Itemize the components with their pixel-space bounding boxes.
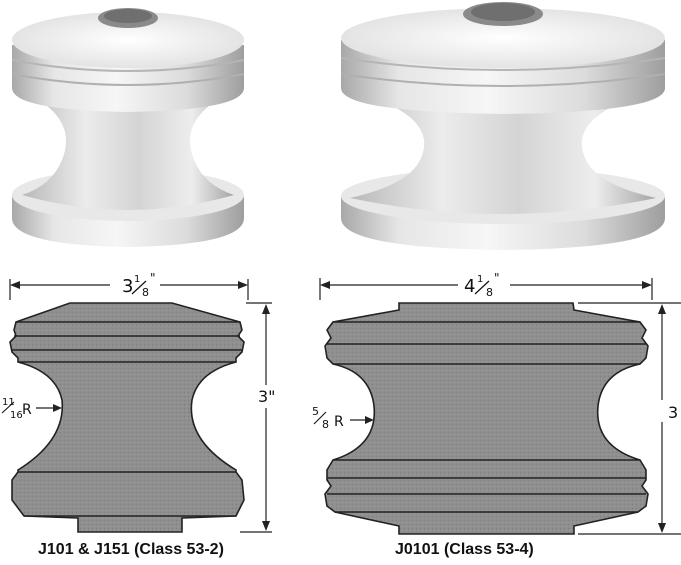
svg-text:": " (150, 271, 156, 285)
svg-text:3: 3 (668, 403, 678, 422)
svg-text:16: 16 (10, 410, 23, 421)
svg-text:3: 3 (122, 276, 133, 297)
section-drawing-large (319, 278, 681, 535)
svg-text:11: 11 (2, 397, 15, 408)
svg-text:1: 1 (134, 274, 140, 285)
svg-text:3": 3" (258, 387, 276, 406)
svg-text:": " (494, 271, 500, 285)
svg-text:R: R (334, 414, 344, 430)
caption-small-insulator: J101 & J151 (Class 53-2) (38, 541, 224, 558)
insulator-photo-small (11, 8, 245, 247)
svg-text:5: 5 (312, 405, 319, 418)
radius-dimension-label-small: 11 16 R (1, 397, 32, 421)
width-dimension-label-small: 3 1 8 " (122, 271, 156, 299)
svg-text:R: R (22, 402, 32, 418)
width-dimension-label-large: 4 1 8 " (464, 271, 500, 299)
height-dimension-label-small: 3" (258, 387, 276, 406)
height-dimension-label-large: 3 (668, 403, 678, 422)
svg-text:1: 1 (477, 274, 483, 285)
insulator-photo-large (340, 2, 666, 250)
caption-large-insulator: J0101 (Class 53-4) (395, 541, 534, 558)
radius-dimension-label-large: 5 8 R (312, 405, 344, 431)
svg-text:8: 8 (322, 418, 329, 431)
section-drawing-small (9, 279, 272, 533)
svg-text:8: 8 (142, 286, 149, 299)
svg-text:8: 8 (486, 286, 493, 299)
svg-text:4: 4 (464, 276, 475, 297)
